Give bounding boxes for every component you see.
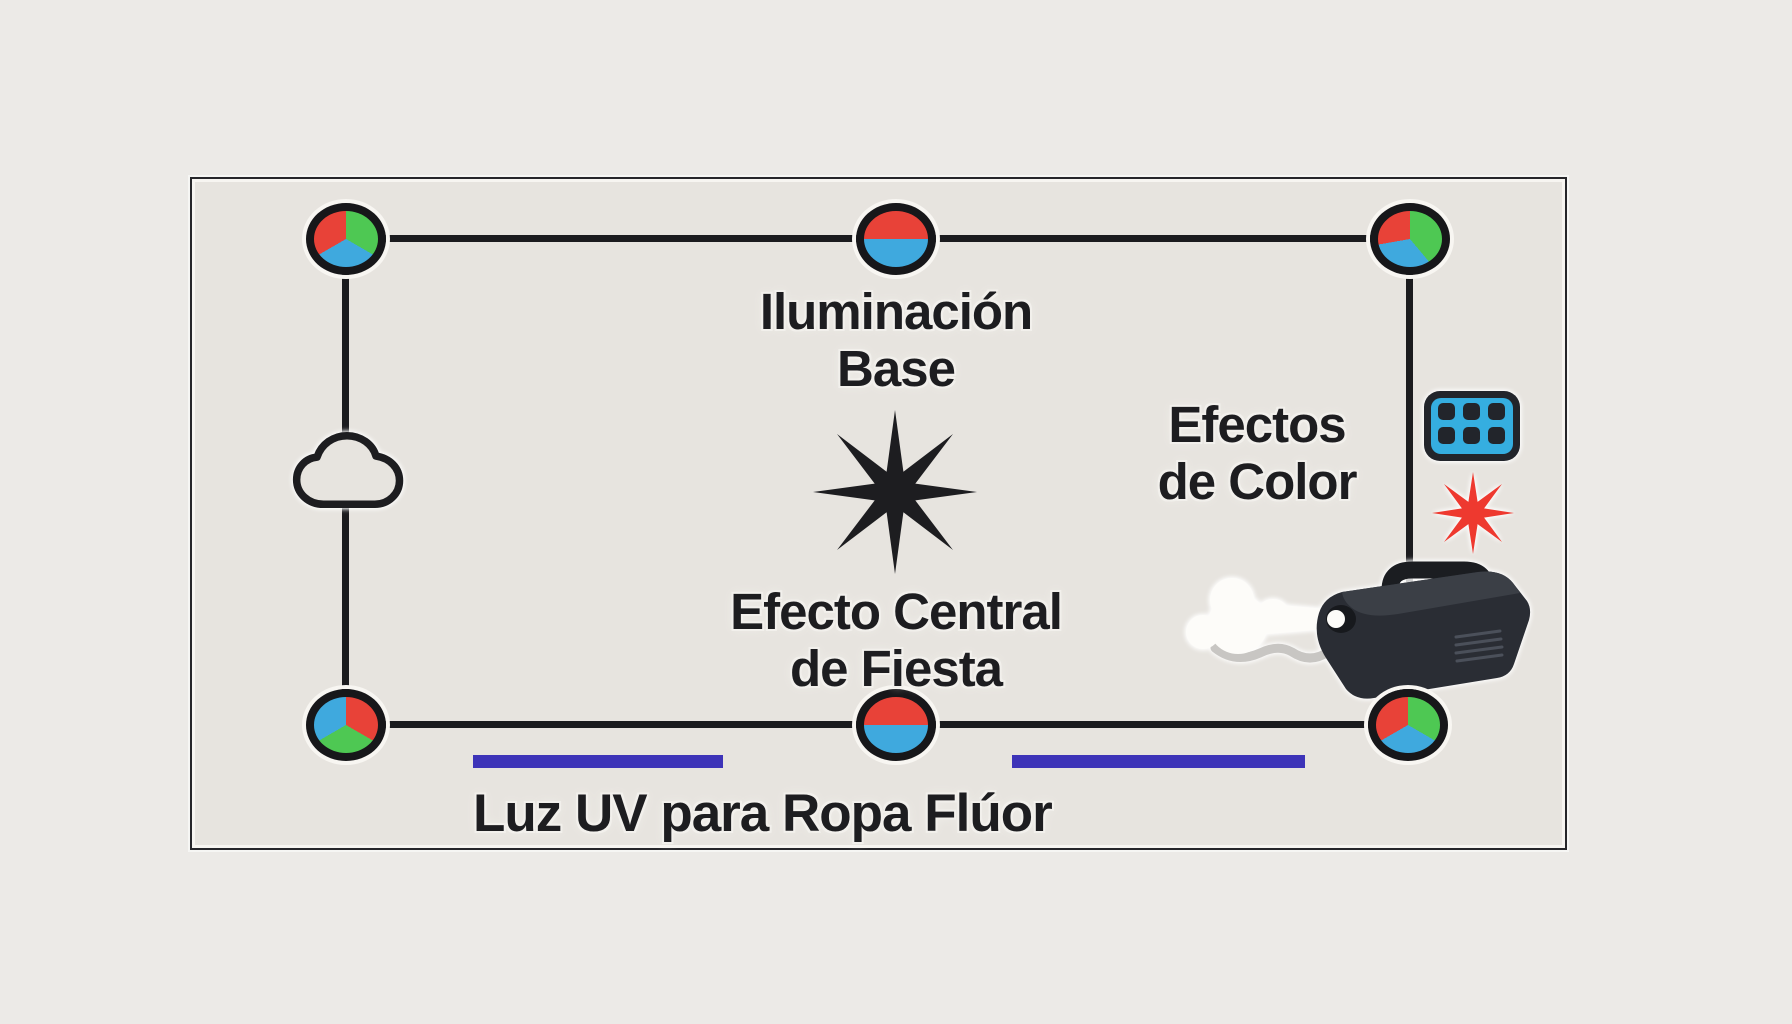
connector-right [1406, 239, 1413, 725]
smoke-cloud-icon [1186, 578, 1338, 654]
rgb-node-bottom-right [1368, 689, 1448, 761]
label-central-effect-line2: de Fiesta [789, 640, 1003, 697]
label-central-effect: Efecto Central de Fiesta [646, 583, 1146, 697]
label-base-lighting-line1: Iluminación [759, 283, 1033, 340]
rgb-node-bottom-left [306, 689, 386, 761]
cloud-hazer-icon [292, 431, 404, 509]
red-starburst-icon [1432, 472, 1514, 554]
label-color-effects: Efectos de Color [1112, 396, 1402, 510]
rgb-node-top-center [856, 203, 936, 275]
label-uv-light: Luz UV para Ropa Flúor [473, 784, 1053, 843]
led-color-panel-icon [1424, 391, 1520, 461]
fog-machine-icon [1186, 561, 1531, 699]
label-color-effects-line2: de Color [1157, 453, 1358, 510]
rgb-node-top-right [1370, 203, 1450, 275]
rgb-node-top-left [306, 203, 386, 275]
label-base-lighting: Iluminación Base [646, 283, 1146, 397]
uv-bar-right [1012, 755, 1305, 768]
starburst-icon [813, 410, 977, 574]
label-color-effects-line1: Efectos [1168, 396, 1346, 453]
label-base-lighting-line2: Base [837, 340, 956, 397]
label-central-effect-line1: Efecto Central [730, 583, 1063, 640]
uv-bar-left [473, 755, 723, 768]
rgb-node-bottom-center [856, 689, 936, 761]
